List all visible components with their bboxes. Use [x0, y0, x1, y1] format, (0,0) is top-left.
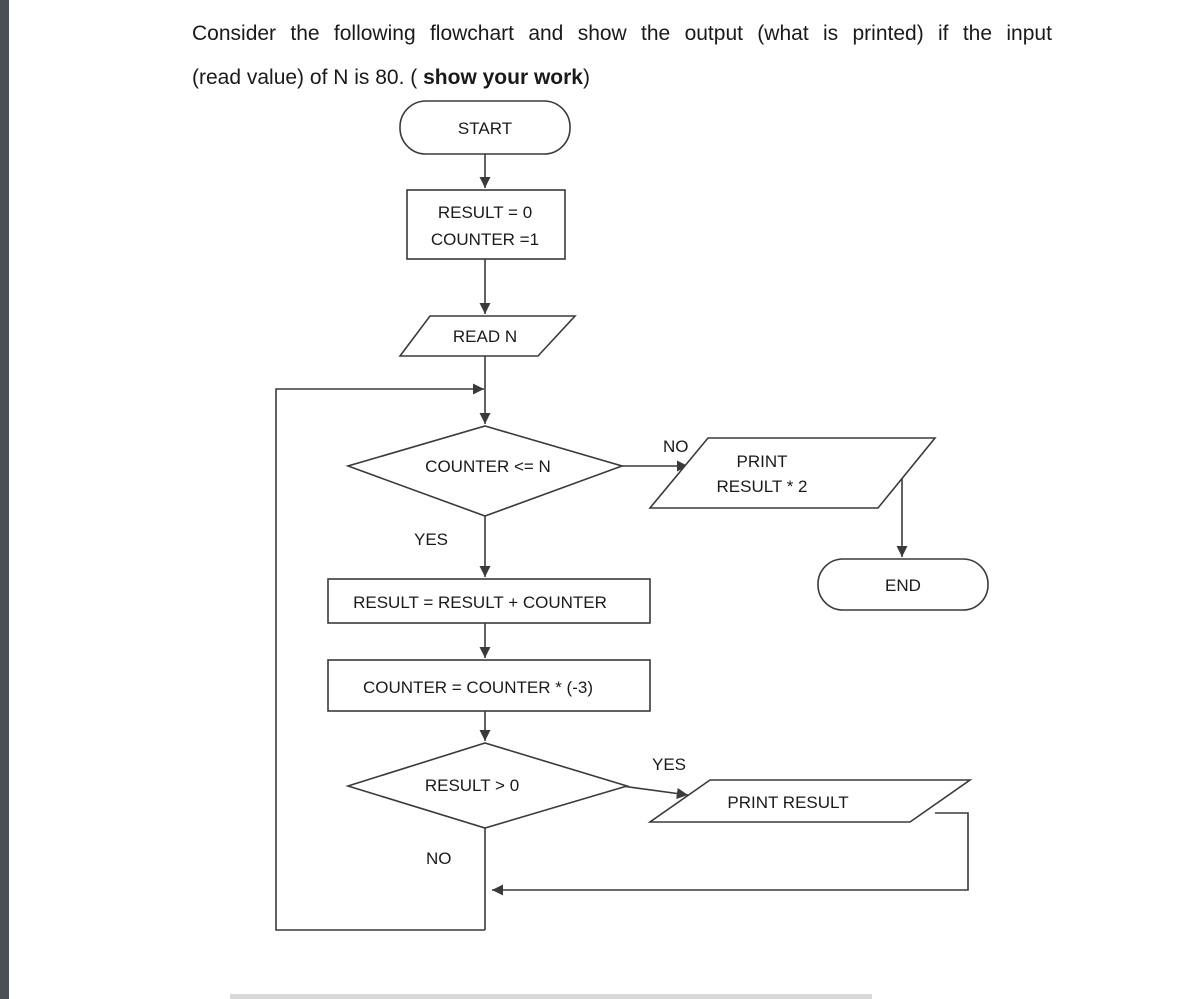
update-counter-box: COUNTER = COUNTER * (-3) — [327, 659, 651, 712]
print2-label-line1: PRINT — [737, 452, 788, 471]
end-terminal: END — [817, 558, 989, 611]
start-label: START — [458, 119, 512, 138]
arrow-loop-back — [275, 383, 485, 931]
init-process-box: RESULT = 0 COUNTER =1 — [406, 189, 566, 260]
connectors — [275, 154, 969, 931]
cond2-yes-label: YES — [652, 755, 686, 774]
cond1-label: COUNTER <= N — [425, 457, 551, 476]
question-text: Consider the following flowchart and sho… — [192, 12, 1052, 100]
init-counter-label: COUNTER =1 — [431, 230, 539, 249]
print2-label-line2: RESULT * 2 — [716, 477, 807, 496]
question-line-1: Consider the following flowchart and sho… — [192, 22, 1052, 45]
update-counter-label: COUNTER = COUNTER * (-3) — [363, 678, 593, 697]
decision-result-gt-0: RESULT > 0 — [345, 742, 630, 829]
arrow-cond2-yes — [621, 785, 689, 800]
bottom-divider — [230, 994, 872, 999]
init-result-label: RESULT = 0 — [438, 203, 532, 222]
print-result-label: PRINT RESULT — [727, 793, 848, 812]
window-left-edge — [0, 0, 9, 999]
cond1-no-label: NO — [663, 437, 689, 456]
show-your-work-emphasis: show your work — [423, 66, 583, 89]
print-result-parallelogram: PRINT RESULT — [647, 779, 973, 823]
decision-counter-le-n: COUNTER <= N — [345, 425, 625, 517]
cond2-no-label: NO — [426, 849, 452, 868]
print-result-times-2-parallelogram: PRINT RESULT * 2 — [648, 437, 937, 509]
read-n-label: READ N — [453, 327, 517, 346]
update-result-label: RESULT = RESULT + COUNTER — [353, 593, 607, 612]
arrow-print-result-return — [492, 812, 969, 896]
update-result-box: RESULT = RESULT + COUNTER — [327, 578, 651, 624]
question-line-2: (read value) of N is 80. ( show your wor… — [192, 66, 590, 89]
end-label: END — [885, 576, 921, 595]
start-terminal: START — [399, 100, 571, 155]
read-input-parallelogram: READ N — [398, 315, 577, 357]
cond2-label: RESULT > 0 — [425, 776, 519, 795]
cond1-yes-label: YES — [414, 530, 448, 549]
